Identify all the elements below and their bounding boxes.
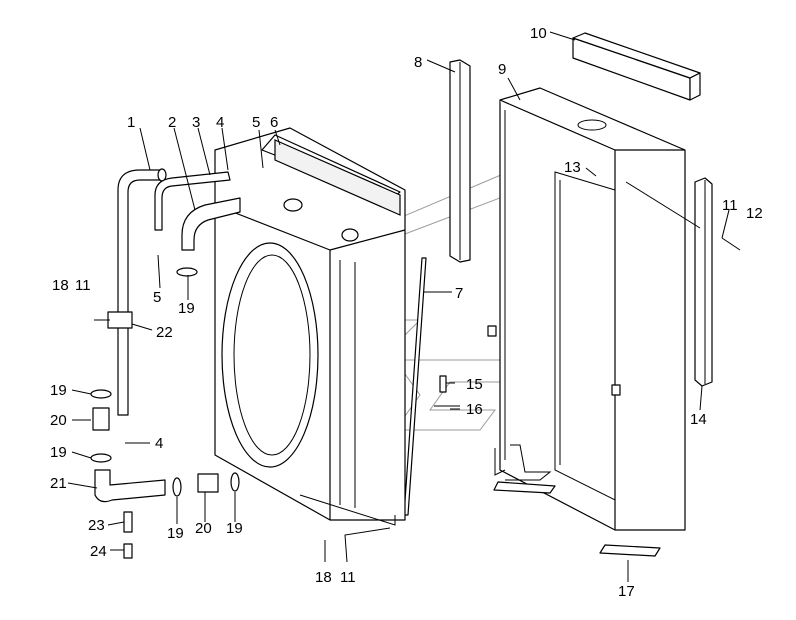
- part-15-bolt: [439, 375, 447, 393]
- callout-14: 14: [690, 411, 707, 428]
- callout-20: 20: [50, 412, 67, 429]
- part-21-elbow-pipe: [94, 469, 166, 503]
- callout-19: 19: [50, 444, 67, 461]
- callout-10: 10: [530, 25, 547, 42]
- callout-1: 1: [127, 114, 135, 131]
- callout-18: 18: [52, 277, 69, 294]
- callout-7: 7: [455, 285, 463, 302]
- callout-16: 16: [466, 401, 483, 418]
- callout-15: 15: [466, 376, 483, 393]
- callout-12: 12: [746, 205, 763, 222]
- part-19-gasket: [90, 389, 112, 399]
- part-8-side-seal: [449, 59, 471, 263]
- callout-13: 13: [564, 159, 581, 176]
- callout-labels: 1 2 3 4 5 6 5 19 18 11 22 19 20 4 19 21 …: [50, 25, 763, 600]
- part-19-gasket-c: [176, 267, 198, 277]
- callout-2: 2: [168, 114, 176, 131]
- part-19-gasket-d: [172, 477, 182, 497]
- part-14-side-seal: [694, 177, 713, 387]
- callout-5: 5: [153, 289, 161, 306]
- callout-3: 3: [192, 114, 200, 131]
- callout-19: 19: [178, 300, 195, 317]
- callout-21: 21: [50, 475, 67, 492]
- callout-22: 22: [156, 324, 173, 341]
- part-24-drain-plug: [123, 543, 133, 559]
- part-9-shroud: [487, 87, 686, 531]
- part-20-coupling: [92, 407, 110, 431]
- callout-9: 9: [498, 61, 506, 78]
- part-12-bolt: [721, 237, 741, 251]
- callout-19: 19: [50, 382, 67, 399]
- callout-17: 17: [618, 583, 635, 600]
- part-3-hose: [154, 171, 231, 231]
- callout-19: 19: [226, 520, 243, 537]
- part-7-rod: [403, 257, 427, 516]
- callout-11: 11: [340, 569, 356, 586]
- leader-lines: [67, 31, 730, 582]
- callout-11: 11: [722, 197, 738, 214]
- callout-19: 19: [167, 525, 184, 542]
- part-23-drain-valve: [123, 511, 133, 533]
- callout-6: 6: [270, 114, 278, 131]
- callout-23: 23: [88, 517, 105, 534]
- callout-24: 24: [90, 543, 107, 560]
- part-20-coupling-b: [197, 473, 219, 493]
- callout-8: 8: [414, 54, 422, 71]
- part-10-top-cover: [572, 32, 701, 101]
- part-19-gasket-b: [90, 453, 112, 463]
- part-22-clamp: [107, 311, 133, 329]
- callout-4: 4: [216, 114, 224, 131]
- callout-11: 11: [75, 277, 91, 294]
- callout-5: 5: [252, 114, 260, 131]
- callout-18: 18: [315, 569, 332, 586]
- part-17-bracket: [493, 481, 661, 557]
- callout-4: 4: [155, 435, 163, 452]
- part-2-hose: [181, 197, 241, 251]
- radiator-core: [214, 127, 406, 526]
- part-19-gasket-e: [230, 472, 240, 492]
- callout-20: 20: [195, 520, 212, 537]
